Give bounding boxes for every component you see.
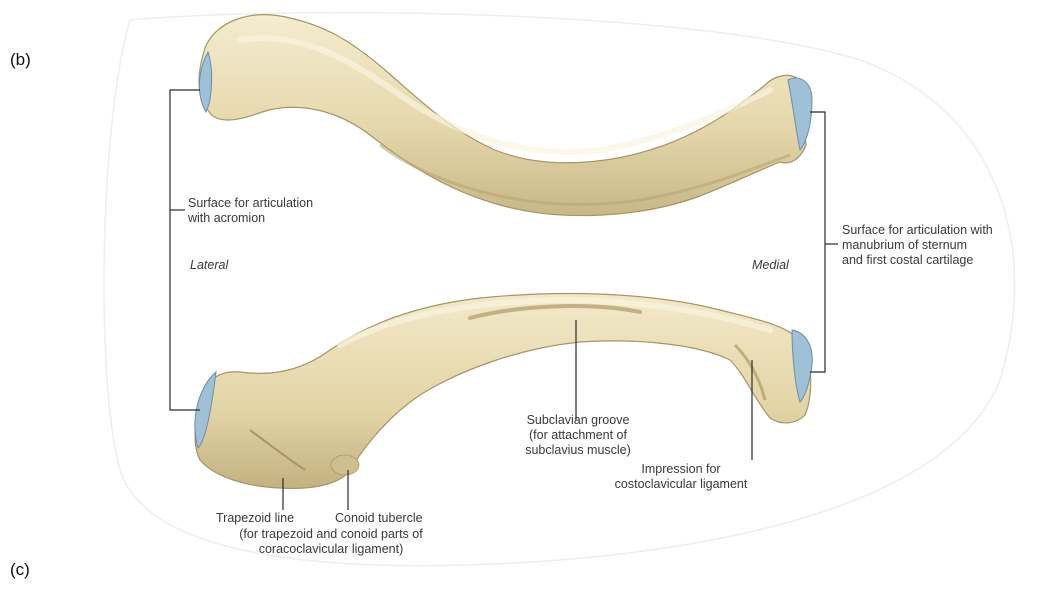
label-conoid-line-1: Conoid tubercle — [335, 511, 423, 526]
clavicle-inferior-view — [195, 294, 812, 489]
label-trapezoid-line-1: Trapezoid line — [216, 511, 294, 526]
clavicle-superior-view — [199, 15, 812, 216]
label-impression-line-1: Impression for — [596, 462, 766, 477]
label-trapezoid-line: Trapezoid line — [216, 511, 294, 526]
label-coracoclavicular-note: (for trapezoid and conoid parts of corac… — [196, 527, 466, 557]
label-sternum-surface: Surface for articulation with manubrium … — [842, 223, 993, 268]
label-sternum-line-3: and first costal cartilage — [842, 253, 993, 268]
label-impression-line-2: costoclavicular ligament — [596, 477, 766, 492]
label-acromion-surface: Surface for articulation with acromion — [188, 196, 313, 226]
label-trapezoid-note-line-2: coracoclavicular ligament) — [196, 542, 466, 557]
label-subclavian-line-1: Subclavian groove — [508, 413, 648, 428]
leader-acromion — [170, 90, 200, 410]
medial-label: Medial — [752, 258, 789, 272]
leader-sternum — [810, 112, 825, 372]
label-acromion-line-1: Surface for articulation — [188, 196, 313, 211]
panel-label-c: (c) — [10, 560, 30, 580]
clavicle-bottom-bone — [195, 294, 811, 489]
label-trapezoid-note-line-1: (for trapezoid and conoid parts of — [196, 527, 466, 542]
label-sternum-line-2: manubrium of sternum — [842, 238, 993, 253]
label-costoclavicular-impression: Impression for costoclavicular ligament — [596, 462, 766, 492]
label-sternum-line-1: Surface for articulation with — [842, 223, 993, 238]
label-subclavian-line-3: subclavius muscle) — [508, 443, 648, 458]
label-subclavian-line-2: (for attachment of — [508, 428, 648, 443]
label-acromion-line-2: with acromion — [188, 211, 313, 226]
label-subclavian-groove: Subclavian groove (for attachment of sub… — [508, 413, 648, 458]
conoid-tubercle — [331, 455, 359, 475]
lateral-label: Lateral — [190, 258, 228, 272]
panel-label-b: (b) — [10, 50, 31, 70]
label-conoid-tubercle: Conoid tubercle — [335, 511, 423, 526]
